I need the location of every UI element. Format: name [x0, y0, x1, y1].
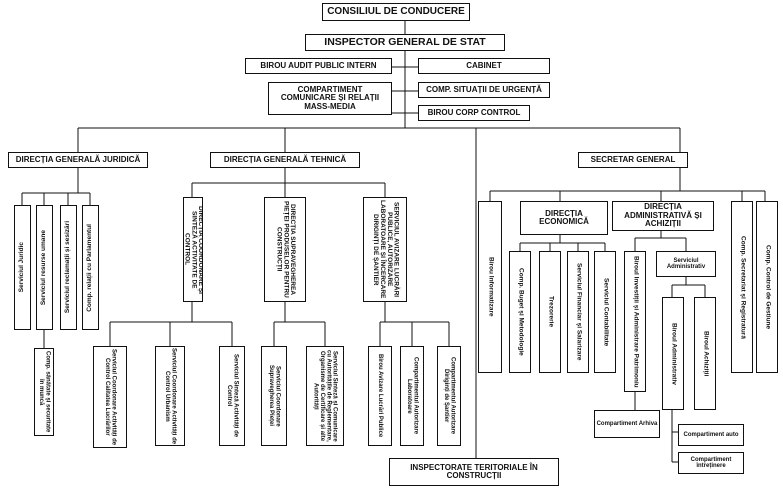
consiliul-de-conducere-label: CONSILIUL DE CONDUCERE: [327, 5, 465, 17]
directia-supraveghere-label: DIRECȚIA SUPRAVEGHEREA PIEȚEI PRODUSELOR…: [275, 201, 297, 298]
serviciul-juridic-box: Serviciul Juridic: [14, 205, 31, 330]
relatii-parlament-label: Comp. relații cu Parlamentul: [86, 223, 94, 312]
cabinet-box: CABINET: [418, 58, 550, 74]
reclamatii-box: Serviciul reclamații și sesizări: [60, 205, 77, 330]
directia-economica-box: DIRECȚIA ECONOMICĂ: [520, 201, 608, 235]
comp-dirigi-box: Compartimentul Autorizare Diriginți de Ș…: [437, 346, 461, 446]
serviciul-avizare-label: SERVICIUL AVIZARE LUCRĂRI PUBLICE, AUTOR…: [372, 200, 400, 299]
corp-control-box: BIROU CORP CONTROL: [418, 105, 530, 121]
trezorerie-label: Trezorerie: [547, 296, 555, 328]
buget-metodologie-box: Comp. Buget și Metodologie: [509, 251, 531, 373]
birou-avizare-box: Birou Avizare Lucrări Publice: [368, 346, 392, 446]
comunicare-box: COMPARTIMENT COMUNICARE ȘI RELAȚII MASS-…: [268, 82, 392, 115]
comunicare-label: COMPARTIMENT COMUNICARE ȘI RELAȚII MASS-…: [280, 84, 380, 111]
secretar-general-label: SECRETAR GENERAL: [590, 154, 676, 164]
inspectorate-teritoriale-box: INSPECTORATE TERITORIALE ÎN CONSTRUCȚII: [389, 458, 559, 486]
directia-tehnica-box: DIRECȚIA GENERALĂ TEHNICĂ: [210, 152, 360, 168]
birou-achizitii-label: Biroul Achiziții: [702, 330, 710, 377]
comp-laboratoare-box: Compartimentul Autorizare Laboratoare: [400, 346, 424, 446]
serviciul-juridic-label: Serviciul Juridic: [18, 242, 26, 293]
directia-juridica-box: DIRECȚIA GENERALĂ JURIDICĂ: [8, 152, 148, 168]
directia-juridica-label: DIRECȚIA GENERALĂ JURIDICĂ: [15, 154, 141, 164]
inspector-general-label: INSPECTOR GENERAL DE STAT: [324, 35, 486, 48]
directia-economica-label: DIRECȚIA ECONOMICĂ: [539, 208, 589, 226]
secretar-general-box: SECRETAR GENERAL: [578, 152, 688, 168]
coord-supraveghere-box: Serviciul Coordonare Supravegherea Piețe…: [261, 346, 287, 446]
comp-laboratoare-label: Compartimentul Autorizare Laboratoare: [406, 357, 419, 435]
directia-administrativa-label: DIRECȚIA ADMINISTRATIVĂ ȘI ACHIZIȚII: [624, 202, 702, 229]
sinteza-activitati-box: Serviciul Sinteză Activități de Control: [219, 346, 245, 446]
secretariat-label: Comp. Secretariat și Registratură: [739, 235, 747, 339]
compartiment-auto-label: Compartiment auto: [683, 431, 739, 438]
birou-administrativ-label: Biroul Administrativ: [670, 322, 678, 385]
secretariat-box: Comp. Secretariat și Registratură: [731, 201, 753, 373]
situatii-urgenta-box: COMP. SITUAȚII DE URGENȚĂ: [418, 82, 550, 98]
investitii-patrimoniu-label: Biroul Investiții și Administrare Patrim…: [632, 255, 640, 388]
coord-urbanism-label: Serviciul Coordonare Activități de Contr…: [164, 347, 177, 445]
serviciul-avizare-box: SERVICIUL AVIZARE LUCRĂRI PUBLICE, AUTOR…: [363, 197, 407, 302]
control-gestiune-label: Comp. Control de Gestiune: [764, 244, 772, 330]
birou-administrativ-box: Biroul Administrativ: [662, 297, 684, 410]
control-gestiune-box: Comp. Control de Gestiune: [756, 201, 778, 373]
directia-supraveghere-box: DIRECȚIA SUPRAVEGHEREA PIEȚEI PRODUSELOR…: [264, 197, 306, 302]
sinteza-comunicare-label: Serviciul Sinteză și Comunicare cu Autor…: [312, 350, 338, 442]
financiar-salarizare-box: Serviciul Financiar și Salarizare: [567, 251, 589, 373]
buget-metodologie-label: Comp. Buget și Metodologie: [517, 268, 525, 356]
contabilitate-box: Serviciul Contabilitate: [594, 251, 616, 373]
compartiment-intretinere-label: Compartiment întreținere: [690, 456, 732, 469]
coord-calitate-lucrari-label: Serviciul Coordonare Activități de Contr…: [104, 348, 117, 446]
compartiment-intretinere-box: Compartiment întreținere: [678, 452, 744, 474]
relatii-parlament-box: Comp. relații cu Parlamentul: [82, 205, 99, 330]
compartiment-auto-box: Compartiment auto: [678, 424, 744, 446]
reclamatii-label: Serviciul reclamații și sesizări: [64, 221, 72, 314]
birou-audit-label: BIROU AUDIT PUBLIC INTERN: [260, 60, 377, 70]
sinteza-comunicare-box: Serviciul Sinteză și Comunicare cu Autor…: [306, 346, 344, 446]
sinteza-activitati-label: Serviciul Sinteză Activități de Control: [226, 354, 239, 438]
corp-control-label: BIROU CORP CONTROL: [427, 107, 521, 117]
birou-informatizare-box: Birou Informatizare: [478, 201, 502, 373]
compartiment-arhiva-box: Compartiment Arhiva: [594, 410, 660, 438]
comp-dirigi-label: Compartimentul Autorizare Diriginți de Ș…: [443, 357, 456, 435]
investitii-patrimoniu-box: Biroul Investiții și Administrare Patrim…: [624, 251, 646, 392]
inspector-general-box: INSPECTOR GENERAL DE STAT: [305, 34, 505, 51]
birou-informatizare-label: Birou Informatizare: [487, 257, 495, 317]
coord-calitate-lucrari-box: Serviciul Coordonare Activități de Contr…: [93, 346, 127, 448]
directia-coordonare-label: DIRECȚIA COORDONARE ȘI SINTEZĂ ACTIVITAT…: [183, 205, 203, 294]
trezorerie-box: Trezorerie: [539, 251, 561, 373]
coord-supraveghere-label: Serviciul Coordonare Supravegherea Piețe…: [268, 365, 281, 427]
serviciul-administrativ-box: Serviciul Administrativ: [656, 251, 716, 277]
sanatate-securitate-box: Comp. sănătate și securitate în muncă: [34, 348, 54, 436]
consiliul-de-conducere-box: CONSILIUL DE CONDUCERE: [322, 3, 470, 21]
cabinet-label: CABINET: [466, 60, 502, 70]
serviciul-administrativ-label: Serviciul Administrativ: [666, 257, 706, 270]
birou-avizare-label: Birou Avizare Lucrări Publice: [377, 354, 384, 438]
birou-audit-box: BIROU AUDIT PUBLIC INTERN: [245, 58, 392, 74]
directia-administrativa-box: DIRECȚIA ADMINISTRATIVĂ ȘI ACHIZIȚII: [612, 201, 714, 231]
coord-urbanism-box: Serviciul Coordonare Activități de Contr…: [155, 346, 185, 446]
resurse-umane-box: Serviciul resurse umane: [36, 205, 53, 330]
compartiment-arhiva-label: Compartiment Arhiva: [596, 420, 658, 427]
contabilitate-label: Serviciul Contabilitate: [602, 277, 610, 347]
directia-coordonare-box: DIRECȚIA COORDONARE ȘI SINTEZĂ ACTIVITAT…: [183, 197, 203, 302]
directia-tehnica-label: DIRECȚIA GENERALĂ TEHNICĂ: [223, 154, 347, 164]
situatii-urgenta-label: COMP. SITUAȚII DE URGENȚĂ: [426, 84, 542, 94]
birou-achizitii-box: Biroul Achiziții: [694, 297, 716, 410]
sanatate-securitate-label: Comp. sănătate și securitate în muncă: [38, 351, 51, 433]
financiar-salarizare-label: Serviciul Financiar și Salarizare: [575, 263, 583, 361]
inspectorate-teritoriale-label: INSPECTORATE TERITORIALE ÎN CONSTRUCȚII: [410, 462, 538, 480]
resurse-umane-label: Serviciul resurse umane: [40, 229, 48, 306]
